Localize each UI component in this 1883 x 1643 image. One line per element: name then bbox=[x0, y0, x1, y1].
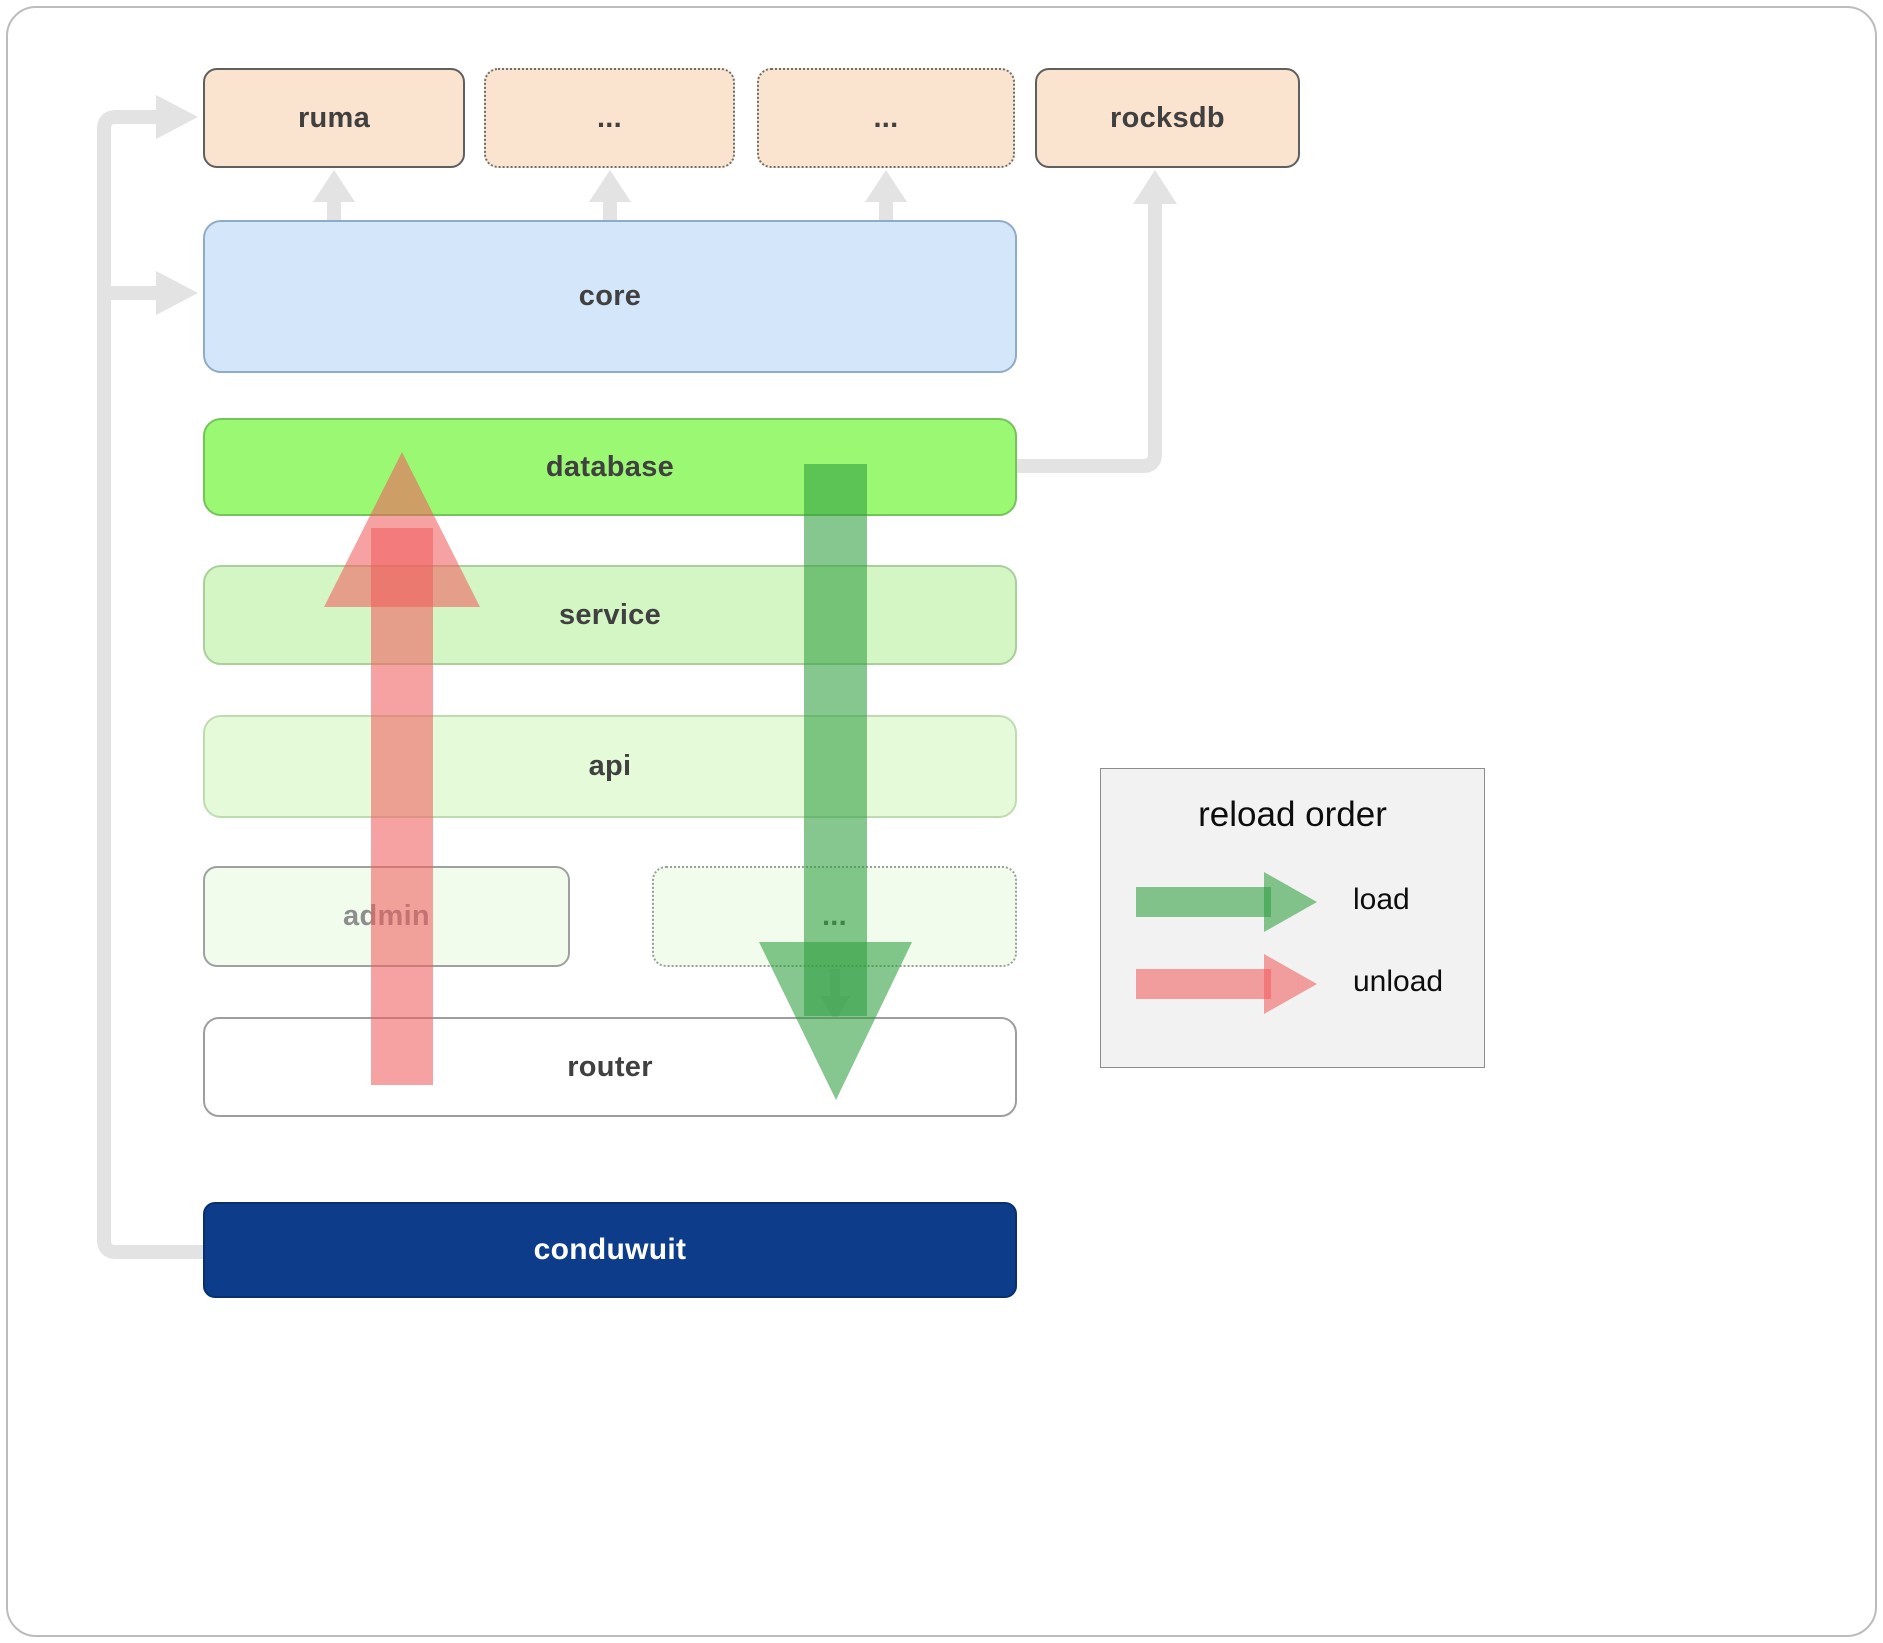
legend-arrows bbox=[1136, 872, 1317, 1014]
legend-label-unload: unload bbox=[1353, 965, 1444, 998]
legend-title: reload order bbox=[1198, 795, 1387, 834]
box-database-label: database bbox=[545, 450, 675, 483]
box-admin-label: admin bbox=[343, 900, 430, 932]
box-rocksdb: rocksdb bbox=[1035, 68, 1300, 168]
box-api: api bbox=[203, 715, 1017, 818]
box-router: router bbox=[203, 1017, 1017, 1117]
load-arrow-icon bbox=[1136, 872, 1317, 932]
box-ellipsis-3: ... bbox=[652, 866, 1017, 967]
box-ruma-label: ruma bbox=[297, 101, 371, 134]
box-ellipsis-3-label: ... bbox=[821, 900, 848, 932]
box-ruma: ruma bbox=[203, 68, 465, 168]
box-ellipsis-2: ... bbox=[757, 68, 1015, 168]
box-service: service bbox=[203, 565, 1017, 665]
box-conduwuit-label: conduwuit bbox=[533, 1233, 687, 1266]
unload-arrow-icon bbox=[1136, 954, 1317, 1014]
box-rocksdb-label: rocksdb bbox=[1110, 101, 1225, 134]
legend-label-load: load bbox=[1353, 883, 1410, 916]
outer-frame bbox=[6, 6, 1877, 1637]
box-core: core bbox=[203, 220, 1017, 373]
box-ellipsis-1-label: ... bbox=[596, 101, 623, 134]
box-database: database bbox=[203, 418, 1017, 516]
box-admin: admin bbox=[203, 866, 570, 967]
box-core-label: core bbox=[578, 280, 642, 312]
box-conduwuit: conduwuit bbox=[203, 1202, 1017, 1298]
box-api-label: api bbox=[588, 750, 632, 782]
box-ellipsis-2-label: ... bbox=[873, 101, 899, 134]
box-router-label: router bbox=[567, 1050, 653, 1083]
box-ellipsis-1: ... bbox=[484, 68, 735, 168]
box-service-label: service bbox=[558, 598, 662, 631]
legend: reload order load unload bbox=[1100, 768, 1485, 1068]
